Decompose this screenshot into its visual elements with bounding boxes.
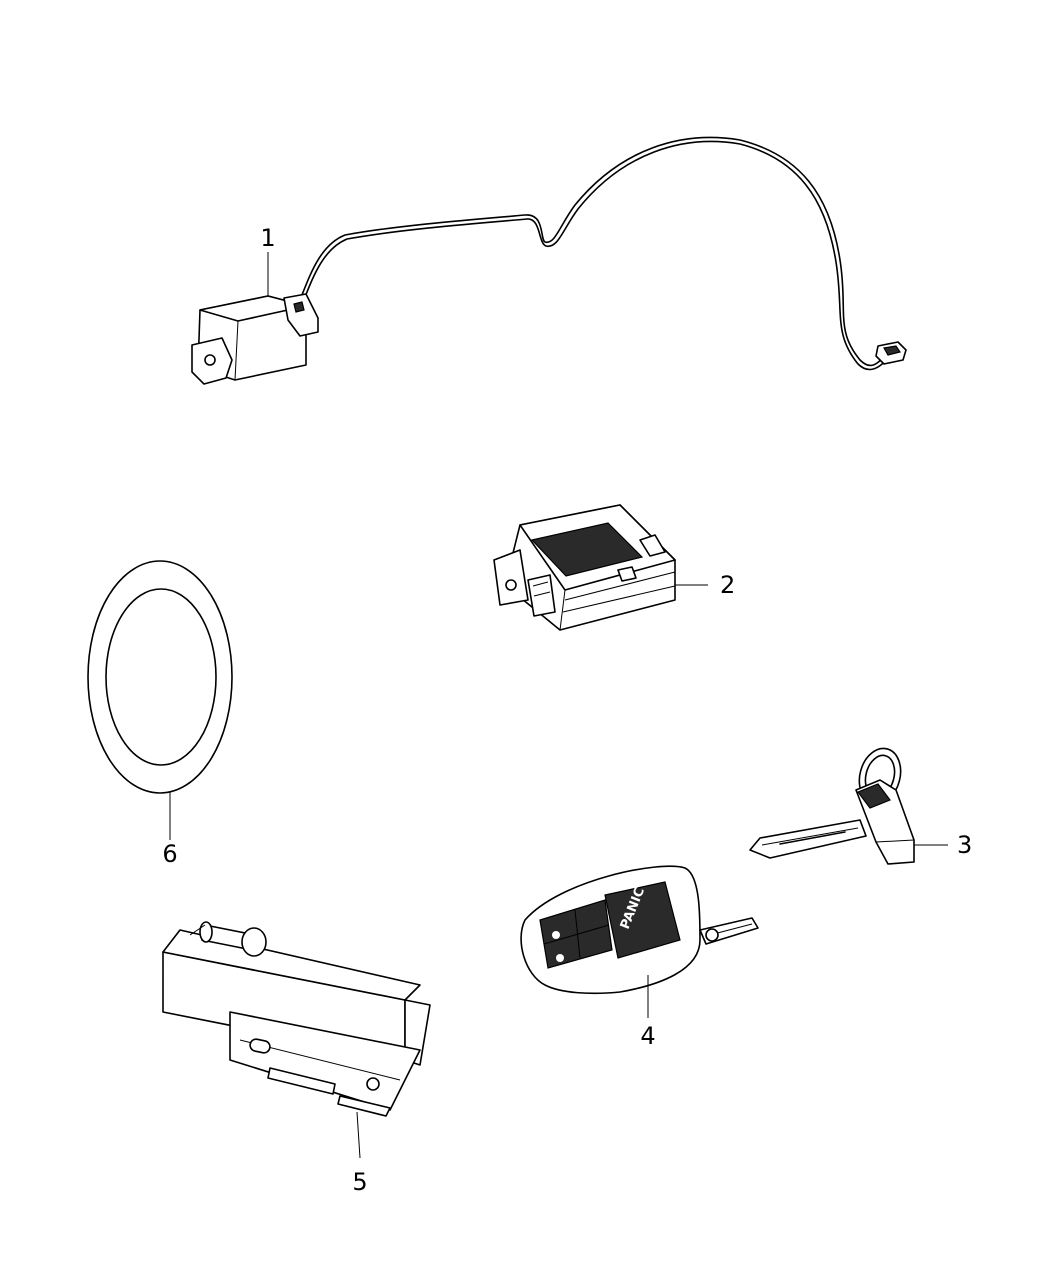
callout-6: 6: [162, 840, 177, 868]
lock-icon: [552, 931, 560, 939]
part-4-key-fob[interactable]: PANIC 4: [520, 865, 759, 1050]
cable-connector: [875, 341, 907, 365]
part-1-antenna-module[interactable]: 1: [191, 136, 907, 385]
unlock-icon: [556, 954, 564, 962]
part-3-emergency-key[interactable]: 3: [749, 744, 972, 865]
part-2-receiver-module[interactable]: 2: [493, 504, 735, 631]
part-5-ignition-node[interactable]: 5: [162, 921, 431, 1196]
callout-3: 3: [957, 831, 972, 859]
callout-4: 4: [640, 1022, 655, 1050]
callout-1: 1: [260, 224, 275, 252]
callout-5: 5: [352, 1168, 367, 1196]
callout-2: 2: [720, 571, 735, 599]
part-6-trim-ring[interactable]: 6: [87, 560, 233, 868]
